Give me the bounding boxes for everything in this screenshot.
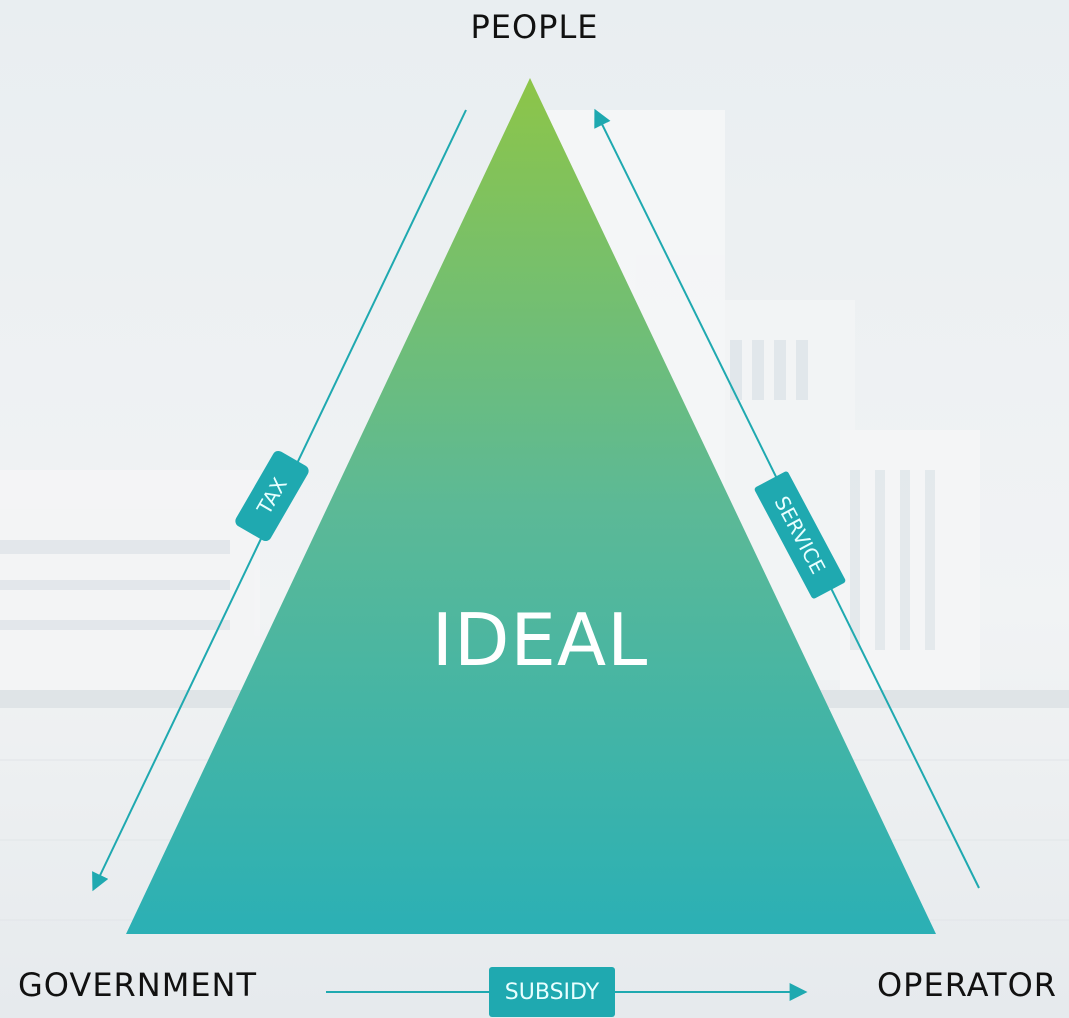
node-government: GOVERNMENT [18, 966, 258, 1004]
ideal-triangle [126, 78, 936, 934]
tax-tag-label: TAX [252, 473, 292, 519]
subsidy-tag: SUBSIDY [489, 967, 615, 1017]
subsidy-tag-label: SUBSIDY [504, 979, 600, 1005]
node-operator: OPERATOR [876, 966, 1057, 1004]
ideal-label: IDEAL [431, 598, 649, 682]
node-people: PEOPLE [470, 8, 599, 46]
